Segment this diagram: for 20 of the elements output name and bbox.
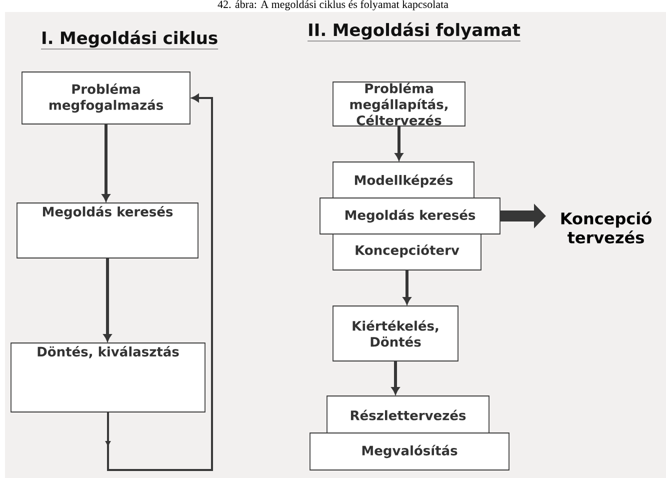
process-box: Kiértékelés, Döntés (332, 306, 458, 362)
process-box: Részlettervezés (326, 396, 490, 434)
section-heading: II. Megoldási folyamat (307, 22, 521, 42)
process-box: Koncepcióterv (332, 232, 482, 270)
arrow (395, 126, 403, 160)
arrow (102, 124, 110, 202)
process-box: Probléma megfogalmazás (22, 72, 190, 124)
caption: 42. ábra: A megoldási ciklus és folyamat kapcsolata (218, 0, 448, 10)
outcome-text: Koncepció tervezés (561, 211, 652, 244)
arrow (106, 94, 213, 471)
process-box: Döntés, kiválasztás (10, 342, 206, 412)
arrow (104, 258, 112, 342)
process-box: Megvalósítás (310, 432, 510, 470)
arrow (392, 361, 400, 394)
section-heading: I. Megoldási ciklus (40, 30, 218, 50)
arrow (403, 270, 411, 304)
process-box: Megoldás keresés (320, 198, 500, 234)
process-box: Megoldás keresés (16, 202, 198, 258)
process-box: Probléma megállapítás, Céltervezés (332, 82, 466, 126)
process-box: Modellképzés (332, 162, 474, 200)
